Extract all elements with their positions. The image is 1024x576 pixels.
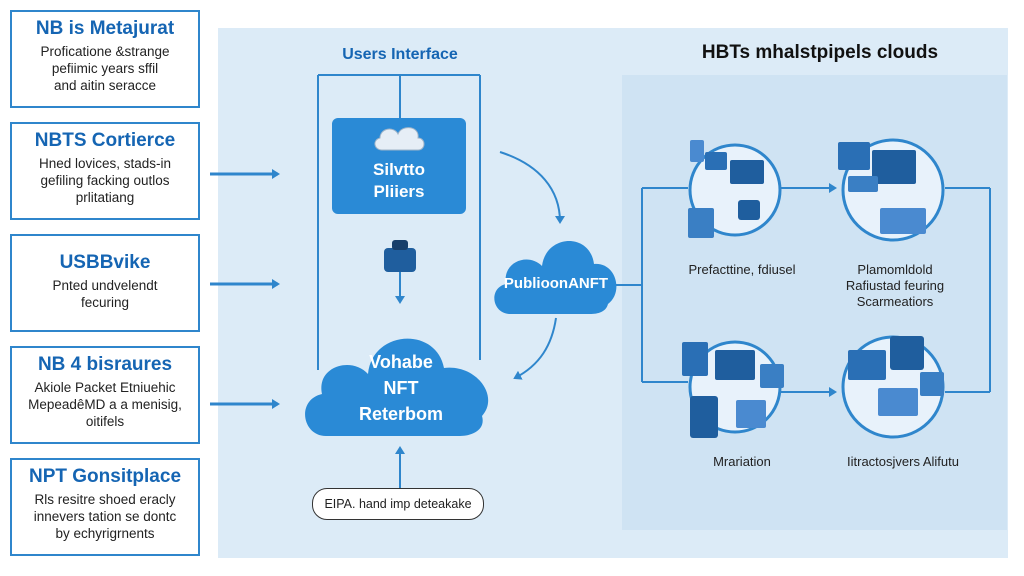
left-box-5-line-1: Rls resitre shoed eracly (34, 492, 176, 507)
cloud-icon (374, 127, 425, 151)
server-icon-cluster-4 (848, 336, 944, 416)
left-box-1-title: NB is Metajurat (35, 18, 175, 39)
server-icon-cluster-3 (682, 342, 784, 438)
users-interface-header: Users Interface (342, 46, 458, 63)
bottom-pill: EIPA. hand imp deteakake (312, 488, 484, 520)
left-box-2-line-1: Hned lovices, stads-in (38, 156, 172, 171)
left-box-1-body: Proficatione &strange pefiimic years sff… (12, 43, 198, 94)
left-box-5-line-2: innevers tation se dontc (33, 509, 177, 524)
left-box-3: USBBvike Pnted undvelendt fecuring (10, 234, 200, 332)
user-icon (384, 240, 416, 272)
left-box-4-body: Akiole Packet Etniuehic MepeadêMD a a me… (12, 379, 198, 430)
left-box-3-line-1: Pnted undvelendt (52, 278, 158, 293)
big-cloud-line-2: NFT (383, 378, 419, 398)
left-box-5: NPT Gonsitplace Rls resitre shoed eracly… (10, 458, 200, 556)
left-box-5-line-3: by echyrigrnents (55, 526, 155, 541)
label-top-right: Plamomldold Rafiustad feuring Scarmeatio… (828, 262, 962, 310)
left-box-2: NBTS Cortierce Hned lovices, stads-in ge… (10, 122, 200, 220)
label-top-right-line-3: Scarmeatiors (856, 294, 934, 309)
left-box-2-body: Hned lovices, stads-in gefiling facking … (12, 155, 198, 206)
left-box-2-line-3: prlitatiang (75, 190, 135, 205)
left-box-3-body: Pnted undvelendt fecuring (12, 277, 198, 311)
mid-cloud-shape (494, 240, 617, 314)
left-box-4-line-3: oitifels (85, 414, 125, 429)
left-box-5-title: NPT Gonsitplace (28, 466, 182, 487)
left-box-1-line-1: Proficatione &strange (40, 44, 170, 59)
left-box-4-line-1: Akiole Packet Etniuehic (34, 380, 176, 395)
left-box-4-title: NB 4 bisraures (37, 354, 173, 375)
label-top-left: Prefacttine, fdiusel (688, 262, 796, 277)
label-bottom-left: Mrariation (713, 454, 771, 469)
left-box-1-line-3: and aitin seracce (53, 78, 157, 93)
big-cloud-line-1: Vohabe (369, 352, 433, 372)
server-icon-cluster-2 (838, 142, 926, 234)
left-box-4: NB 4 bisraures Akiole Packet Etniuehic M… (10, 346, 200, 444)
big-cloud-line-3: Reterbom (358, 404, 443, 424)
silvtto-box: Silvtto Pliiers (332, 118, 466, 214)
left-box-2-title: NBTS Cortierce (34, 130, 176, 151)
left-box-5-body: Rls resitre shoed eracly innevers tation… (12, 491, 198, 542)
server-icon-cluster-1 (688, 140, 764, 238)
left-box-1: NB is Metajurat Proficatione &strange pe… (10, 10, 200, 108)
left-box-3-line-2: fecuring (80, 295, 130, 310)
silvtto-line-1: Silvtto (373, 160, 425, 179)
label-top-right-line-1: Plamomldold (857, 262, 933, 277)
mid-cloud-label: PublioonANFT (503, 275, 609, 292)
big-cloud-shape (305, 338, 489, 436)
left-box-4-line-2: MepeadêMD a a menisig, (28, 397, 182, 412)
left-box-2-line-2: gefiling facking outlos (40, 173, 170, 188)
right-panel-header: HBTs mhalstpipels clouds (701, 42, 939, 63)
label-bottom-right: Iitractosjvers Alifutu (847, 454, 959, 469)
left-box-1-line-2: pefiimic years sffil (51, 61, 159, 76)
left-box-3-title: USBBvike (59, 252, 151, 273)
label-top-right-line-2: Rafiustad feuring (845, 278, 945, 293)
right-panel (622, 75, 1007, 530)
silvtto-line-2: Pliiers (373, 182, 425, 201)
